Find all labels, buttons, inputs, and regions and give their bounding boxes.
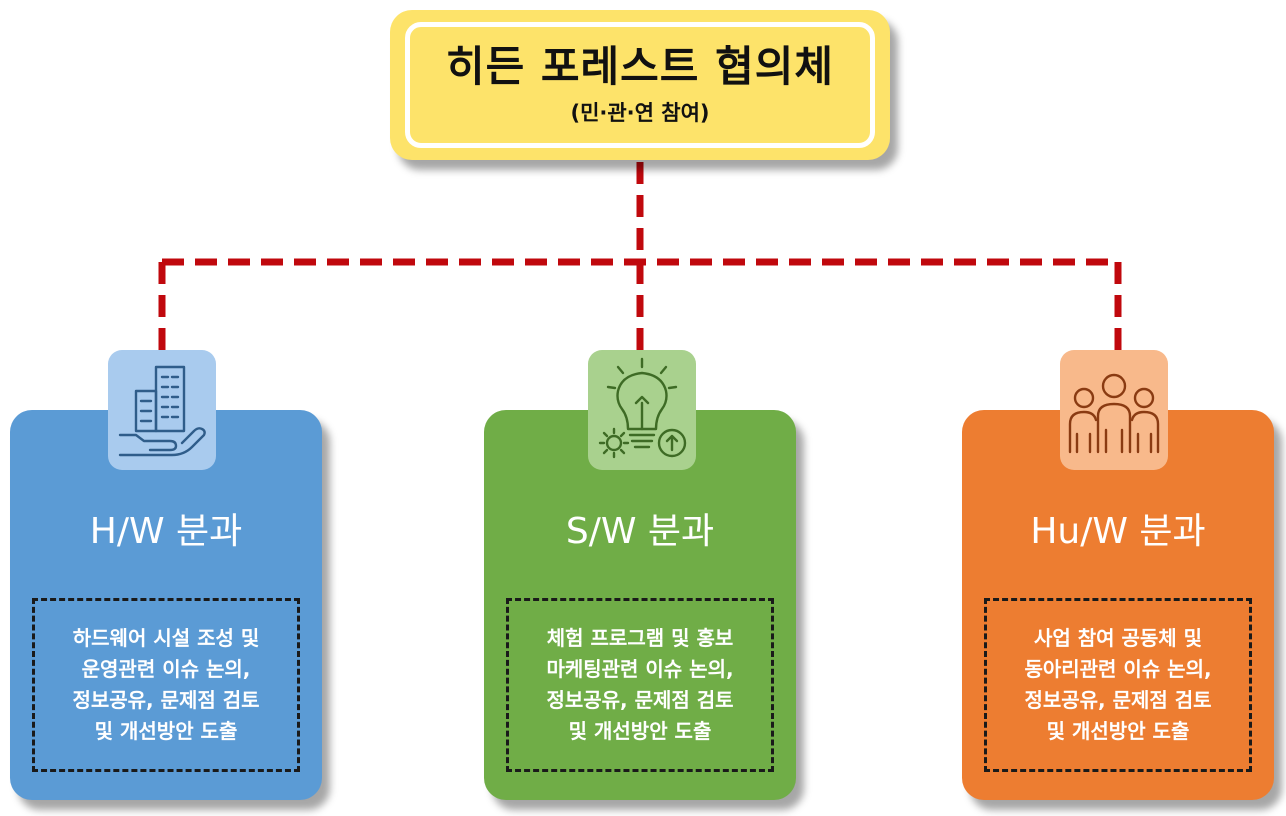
huw-division-card: Hu/W 분과 사업 참여 공동체 및 동아리관련 이슈 논의, 정보공유, 문… — [962, 410, 1274, 800]
sw-description-line: 체험 프로그램 및 홍보 — [546, 626, 734, 650]
huw-division-title: Hu/W 분과 — [1030, 511, 1206, 552]
hw-icon-tile — [108, 350, 216, 470]
council-box-inner: 히든 포레스트 협의체 (민·관·연 참여) — [405, 22, 875, 148]
huw-description-line: 동아리관련 이슈 논의, — [1024, 657, 1212, 681]
sw-description-line: 정보공유, 문제점 검토 — [546, 688, 734, 712]
huw-description-line: 및 개선방안 도출 — [1046, 719, 1190, 743]
council-subtitle: (민·관·연 참여) — [570, 101, 710, 126]
hw-division-title: H/W 분과 — [89, 511, 243, 552]
building-in-hand-icon — [118, 365, 206, 457]
hw-description-line: 정보공유, 문제점 검토 — [72, 688, 260, 712]
hw-description-line: 하드웨어 시설 조성 및 — [72, 626, 260, 650]
sw-icon-tile — [588, 350, 696, 470]
sw-division-title: S/W 분과 — [565, 511, 715, 552]
hw-division-description: 하드웨어 시설 조성 및 운영관련 이슈 논의, 정보공유, 문제점 검토 및 … — [32, 598, 300, 772]
hw-description-line: 및 개선방안 도출 — [94, 719, 238, 743]
huw-description-line: 정보공유, 문제점 검토 — [1024, 688, 1212, 712]
sw-description-line: 마케팅관련 이슈 논의, — [546, 657, 734, 681]
sw-description-line: 및 개선방안 도출 — [568, 719, 712, 743]
people-group-icon — [1068, 373, 1160, 454]
sw-division-description: 체험 프로그램 및 홍보 마케팅관련 이슈 논의, 정보공유, 문제점 검토 및… — [506, 598, 774, 772]
hw-division-card: H/W 분과 하드웨어 시설 조성 및 운영관련 이슈 논의, 정보공유, 문제… — [10, 410, 322, 800]
council-title: 히든 포레스트 협의체 — [445, 41, 834, 91]
lightbulb-gear-icon — [598, 357, 687, 459]
huw-icon-tile — [1060, 350, 1168, 470]
sw-division-card: S/W 분과 체험 프로그램 및 홍보 마케팅관련 이슈 논의, 정보공유, 문… — [484, 410, 796, 800]
council-box: 히든 포레스트 협의체 (민·관·연 참여) — [390, 10, 890, 160]
hw-description-line: 운영관련 이슈 논의, — [81, 657, 251, 681]
huw-division-description: 사업 참여 공동체 및 동아리관련 이슈 논의, 정보공유, 문제점 검토 및 … — [984, 598, 1252, 772]
huw-description-line: 사업 참여 공동체 및 — [1033, 626, 1203, 650]
